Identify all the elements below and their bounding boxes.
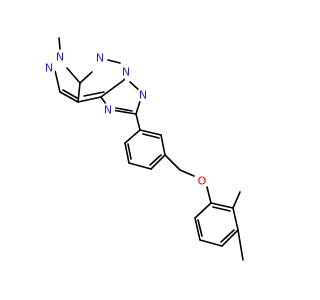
atom-n-pyrazole: N [42,61,56,75]
chemical-structure: N N N N N N N O [42,37,244,261]
atom-label: N [56,51,64,64]
atom-n-methyl: N [53,50,67,64]
atom-label: N [122,66,130,79]
atom-label: N [45,62,53,75]
atom-label: N [104,104,112,117]
atom-label: O [198,175,207,188]
atom-o-ether: O [195,174,209,188]
bond-lines [53,37,244,261]
atom-label: N [139,89,147,102]
atom-label: N [96,52,104,65]
atom-n-triazole-upper: N [136,88,150,102]
atom-n-bridgehead: N [119,65,133,79]
atom-labels: N N N N N N N O [42,50,209,188]
atom-n-triazole-lower: N [101,103,115,117]
atom-n-pyrimidine: N [93,51,107,65]
